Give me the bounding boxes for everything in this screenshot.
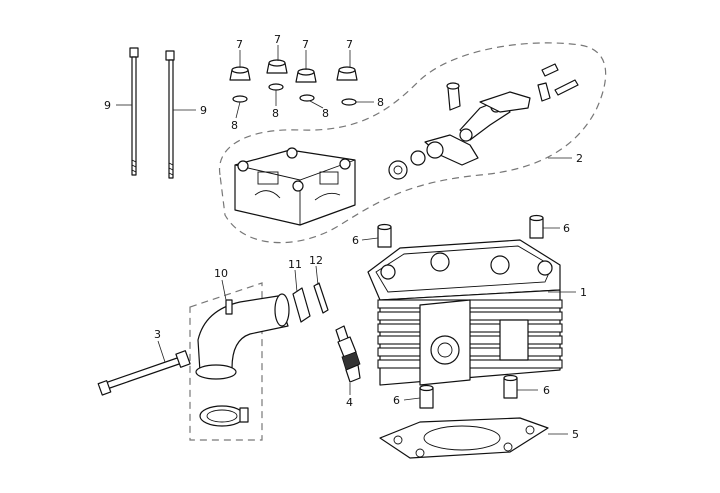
spark-plug xyxy=(335,325,361,383)
callout-7-b: 7 xyxy=(274,33,281,46)
washer-3 xyxy=(299,94,315,102)
callout-6-a: 6 xyxy=(352,234,359,247)
cap-nut-1 xyxy=(229,66,251,81)
callout-10: 10 xyxy=(214,267,228,280)
camshaft-holder xyxy=(234,147,356,226)
hose-clamp xyxy=(199,405,249,427)
dowel-pin-4 xyxy=(503,374,518,399)
dowel-pin-1 xyxy=(377,223,392,248)
head-gasket xyxy=(379,417,549,459)
callout-6-d: 6 xyxy=(543,384,550,397)
washer-1 xyxy=(232,95,248,103)
callout-7-c: 7 xyxy=(302,38,309,51)
dowel-pin-3 xyxy=(419,384,434,409)
callout-7-a: 7 xyxy=(236,38,243,51)
bolt xyxy=(97,350,191,396)
callout-6-b: 6 xyxy=(563,222,570,235)
washer-2 xyxy=(268,83,284,91)
callout-4: 4 xyxy=(346,396,353,409)
rocker-assembly-group-outline xyxy=(219,42,607,244)
callout-9-right: 9 xyxy=(200,104,207,117)
long-stud-left xyxy=(129,47,139,176)
cap-nut-2 xyxy=(266,59,288,74)
callout-12: 12 xyxy=(309,254,323,267)
dowel-pin-2 xyxy=(529,214,544,239)
washer-4 xyxy=(341,98,357,106)
cylinder-head xyxy=(367,239,563,386)
callout-11: 11 xyxy=(288,258,302,271)
insulator-part-11 xyxy=(292,287,311,323)
intake-manifold xyxy=(195,293,290,380)
gasket-part-12 xyxy=(313,282,329,314)
callout-8-b: 8 xyxy=(272,107,279,120)
callout-8-c: 8 xyxy=(322,107,329,120)
long-stud-right xyxy=(165,50,175,179)
callout-6-c: 6 xyxy=(393,394,400,407)
callout-2: 2 xyxy=(576,152,583,165)
intake-group-outline xyxy=(189,282,263,441)
callout-8-d: 8 xyxy=(377,96,384,109)
callout-5: 5 xyxy=(572,428,579,441)
callout-3: 3 xyxy=(154,328,161,341)
callout-8-a: 8 xyxy=(231,119,238,132)
callout-1: 1 xyxy=(580,286,587,299)
cap-nut-4 xyxy=(336,66,358,81)
callout-7-d: 7 xyxy=(346,38,353,51)
rocker-arm-parts xyxy=(388,63,579,180)
callout-9-left: 9 xyxy=(104,99,111,112)
cap-nut-3 xyxy=(295,68,317,83)
